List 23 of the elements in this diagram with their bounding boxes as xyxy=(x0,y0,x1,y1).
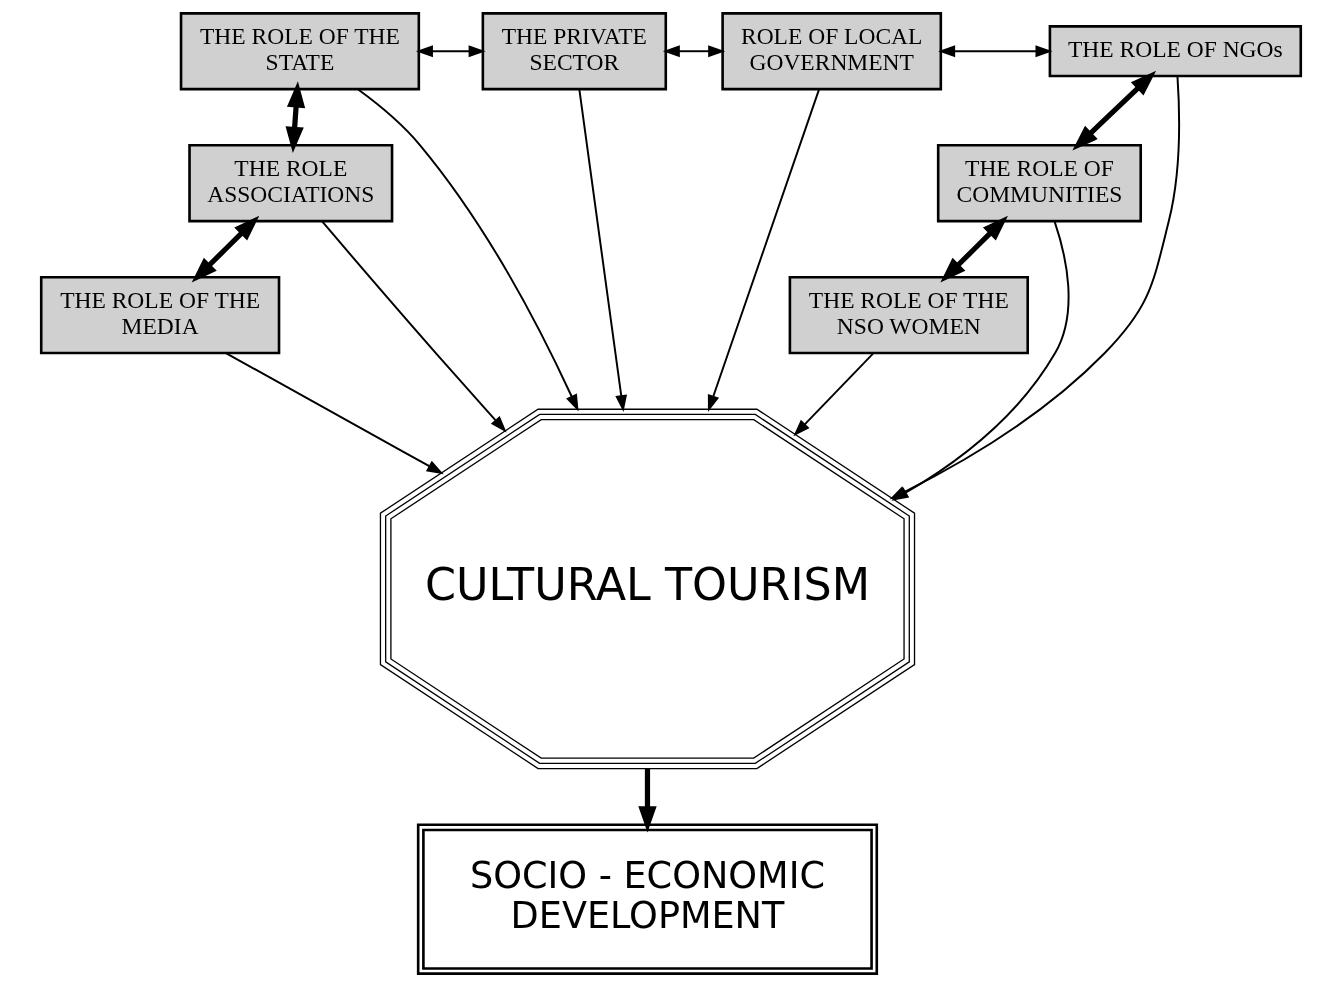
node-box: THE ROLE ASSOCIATIONS xyxy=(187,144,393,223)
arrow xyxy=(1071,70,1156,151)
arrow xyxy=(285,81,305,153)
arrow xyxy=(707,88,820,412)
node-box: THE ROLE OF THE STATE xyxy=(179,12,420,91)
arrow xyxy=(792,352,874,437)
node-box: ROLE OF LOCAL GOVERNMENT xyxy=(720,12,942,91)
arrow xyxy=(637,768,657,833)
node-box: THE ROLE OF COMMUNITIES xyxy=(936,144,1142,223)
node-box: THE ROLE OF THE NSO WOMEN xyxy=(788,275,1029,355)
arrow xyxy=(937,45,1052,58)
arrow xyxy=(224,352,444,475)
arrow xyxy=(356,88,579,412)
arrow xyxy=(415,45,486,58)
arrow xyxy=(191,215,259,283)
node-box: THE ROLE OF NGOs xyxy=(1048,25,1302,78)
node-box: SOCIO - ECONOMIC DEVELOPMENT xyxy=(416,823,878,975)
node-box: THE PRIVATE SECTOR xyxy=(481,12,667,91)
arrow xyxy=(662,45,725,58)
arrow xyxy=(939,215,1008,283)
arrow xyxy=(320,220,507,433)
arrow xyxy=(577,88,627,413)
node-box: THE ROLE OF THE MEDIA xyxy=(39,275,280,355)
